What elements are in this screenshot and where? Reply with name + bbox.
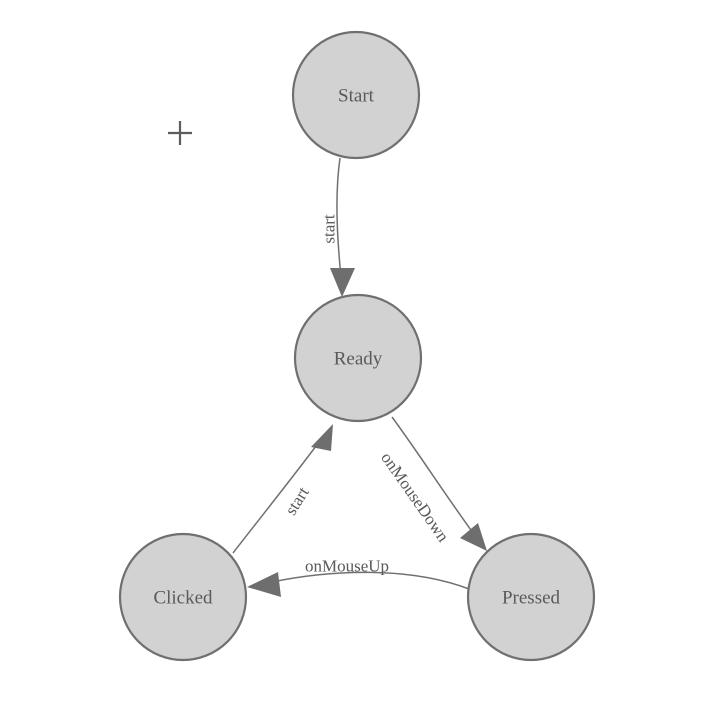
edge-start-to-ready-label: start (320, 214, 339, 244)
node-start-circle[interactable] (291, 30, 421, 160)
edge-clicked-to-ready-arrowhead (311, 424, 333, 451)
edge-ready-to-pressed-label: onMouseDown (377, 449, 453, 546)
edge-clicked-to-ready-path (232, 437, 323, 554)
edge-clicked-to-ready-label: start (281, 483, 313, 518)
edge-pressed-to-clicked[interactable]: onMouseUp (247, 557, 470, 598)
node-clicked[interactable]: Clicked (118, 532, 248, 662)
edge-ready-to-pressed[interactable]: onMouseDown (377, 416, 487, 551)
node-pressed[interactable]: Pressed (466, 532, 596, 662)
node-ready-circle[interactable] (293, 293, 423, 423)
edge-ready-to-pressed-arrowhead (460, 523, 487, 551)
node-clicked-label: Clicked (153, 588, 213, 609)
node-ready[interactable]: Ready (293, 293, 423, 423)
node-pressed-circle[interactable] (466, 532, 596, 662)
node-clicked-circle[interactable] (118, 532, 248, 662)
edge-start-to-ready[interactable]: start (320, 157, 356, 297)
node-ready-label: Ready (334, 349, 383, 370)
node-pressed-label: Pressed (502, 588, 561, 609)
edge-ready-to-pressed-path (391, 416, 480, 542)
plus-marker[interactable] (168, 121, 192, 145)
edge-pressed-to-clicked-path (271, 571, 470, 590)
edge-clicked-to-ready[interactable]: start (232, 424, 333, 554)
edge-pressed-to-clicked-label: onMouseUp (305, 557, 389, 576)
node-start[interactable]: Start (291, 30, 421, 160)
edge-pressed-to-clicked-arrowhead (247, 572, 281, 597)
node-start-label: Start (338, 86, 375, 107)
edge-start-to-ready-arrowhead (330, 268, 355, 297)
